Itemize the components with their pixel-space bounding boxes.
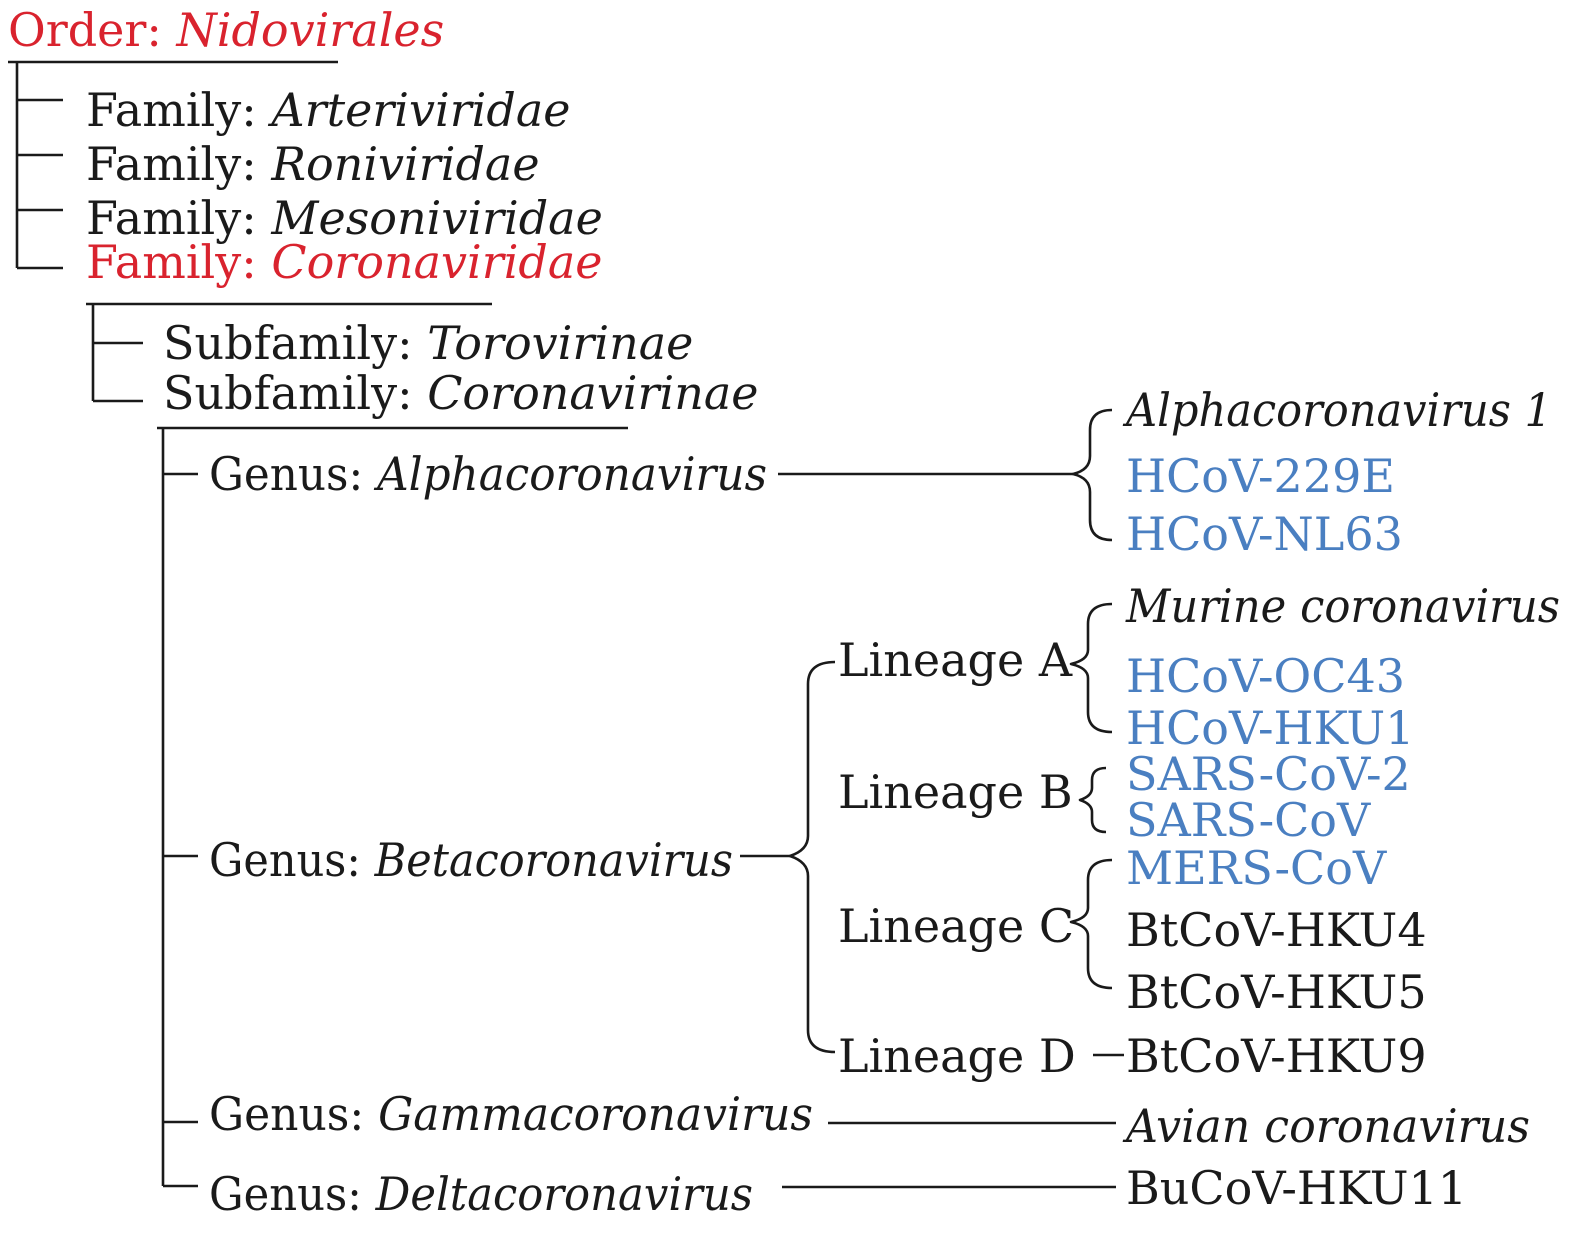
species-hcov-oc43: HCoV-OC43	[1126, 649, 1405, 703]
lineage-b-label: Lineage B	[838, 765, 1073, 819]
subfamily-label-torovirinae: Subfamily: Torovirinae	[163, 316, 693, 370]
genus-label-beta: Genus: Betacoronavirus	[209, 833, 733, 887]
genus-prefix: Genus:	[209, 833, 375, 887]
species-sars-cov-2: SARS-CoV-2	[1126, 747, 1411, 801]
subfamily-name: Coronavirinae	[427, 366, 758, 420]
family-name: Mesoniviridae	[270, 191, 602, 245]
subfamily-prefix: Subfamily:	[163, 316, 427, 370]
species-btcov-hku5: BtCoV-HKU5	[1126, 965, 1427, 1019]
subfamily-label-coronavirinae: Subfamily: Coronavirinae	[163, 366, 759, 420]
order-prefix: Order:	[8, 3, 176, 57]
genus-prefix: Genus:	[209, 447, 377, 501]
genus-name: Alphacoronavirus	[373, 447, 767, 501]
species-hcov-hku1: HCoV-HKU1	[1126, 701, 1414, 755]
genus-prefix: Genus:	[209, 1087, 378, 1141]
family-label-coronaviridae: Family: Coronaviridae	[86, 235, 603, 289]
genus-prefix: Genus:	[209, 1167, 376, 1221]
species-alphacoronavirus-1: Alphacoronavirus 1	[1122, 383, 1552, 437]
lineage-b-brace	[1078, 766, 1107, 834]
family-name: Coronaviridae	[271, 235, 602, 289]
genus-name: Gammacoronavirus	[378, 1087, 813, 1141]
subfamily-name: Torovirinae	[427, 316, 693, 370]
lineage-d-label: Lineage D	[838, 1029, 1076, 1083]
genus-label-alpha: Genus: Alphacoronavirus	[209, 447, 767, 501]
alpha-species-brace	[1071, 408, 1113, 542]
lineage-c-label: Lineage C	[838, 899, 1074, 953]
family-label-roniviridae: Family: Roniviridae	[86, 137, 540, 191]
species-mers-cov: MERS-CoV	[1126, 841, 1387, 895]
family-prefix: Family:	[86, 83, 271, 137]
species-murine-coronavirus: Murine coronavirus	[1125, 579, 1560, 633]
family-name: Roniviridae	[270, 137, 539, 191]
lineage-a-brace	[1069, 602, 1113, 734]
order-name: Nidovirales	[175, 3, 444, 57]
taxon-labels: Order: Nidovirales Family: Arteriviridae…	[8, 3, 1560, 1221]
genus-name: Deltacoronavirus	[375, 1167, 753, 1221]
family-prefix: Family:	[86, 235, 271, 289]
genus-name: Betacoronavirus	[374, 833, 733, 887]
beta-lineage-brace	[788, 660, 836, 1054]
species-btcov-hku9: BtCoV-HKU9	[1126, 1029, 1427, 1083]
lineage-a-label: Lineage A	[838, 633, 1073, 687]
species-bucov-hku11: BuCoV-HKU11	[1126, 1161, 1467, 1215]
species-hcov-nl63: HCoV-NL63	[1126, 507, 1403, 561]
family-name: Arteriviridae	[267, 83, 570, 137]
tree-lines	[8, 60, 1124, 1189]
species-sars-cov: SARS-CoV	[1126, 793, 1371, 847]
species-avian-coronavirus: Avian coronavirus	[1122, 1099, 1530, 1153]
genus-label-delta: Genus: Deltacoronavirus	[209, 1167, 753, 1221]
genus-label-gamma: Genus: Gammacoronavirus	[209, 1087, 813, 1141]
family-prefix: Family:	[86, 191, 271, 245]
subfamily-prefix: Subfamily:	[163, 366, 427, 420]
order-label: Order: Nidovirales	[8, 3, 444, 57]
species-btcov-hku4: BtCoV-HKU4	[1126, 903, 1427, 957]
family-prefix: Family:	[86, 137, 271, 191]
species-hcov-229e: HCoV-229E	[1126, 449, 1395, 503]
family-label-mesoniviridae: Family: Mesoniviridae	[86, 191, 603, 245]
lineage-c-brace	[1069, 858, 1113, 990]
family-label-arteriviridae: Family: Arteriviridae	[86, 83, 571, 137]
